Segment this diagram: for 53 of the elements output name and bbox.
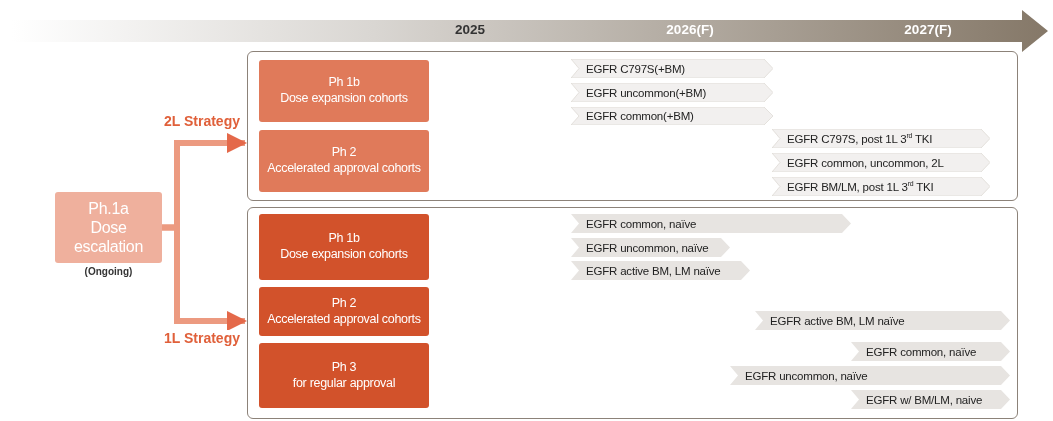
- phase-description: Accelerated approval cohorts: [267, 311, 421, 328]
- phase-description: Dose expansion cohorts: [280, 91, 408, 107]
- chevron-bar: [755, 311, 1010, 330]
- group-frame: [247, 51, 1018, 201]
- cohort-label: EGFR uncommon, naïve: [585, 241, 709, 254]
- edge-label: 1L Strategy: [163, 330, 241, 346]
- cohort-label: EGFR active BM, LM naïve: [585, 264, 721, 277]
- chevron-bar: [571, 107, 773, 125]
- cohort-label: EGFR w/ BM/LM, naive: [865, 393, 983, 406]
- chevron-bar: [571, 261, 750, 280]
- chevron-bar: [571, 238, 730, 257]
- cohort-label: EGFR active BM, LM naïve: [769, 314, 905, 327]
- phase-description: Dose escalation: [72, 217, 145, 257]
- phase-box: [259, 214, 429, 280]
- cohort-label: EGFR C797S, post 1L 3$^{rd}$ TKI: [786, 132, 933, 145]
- chevron-bar: [571, 83, 773, 102]
- chevron-bar: [851, 342, 1010, 361]
- chevron-bar: [571, 214, 851, 233]
- cohort-label: EGFR uncommon(+BM): [585, 86, 707, 99]
- phase-title: Ph 1b: [328, 75, 360, 91]
- chevron-bar: [730, 366, 1010, 385]
- cohort-label: EGFR common, uncommon, 2L: [786, 156, 944, 169]
- cohort-label: EGFR common(+BM): [585, 110, 694, 122]
- phase-description: Accelerated approval cohorts: [267, 161, 421, 177]
- chevron-bar: [851, 390, 1010, 409]
- cohort-label: EGFR common, naïve: [865, 345, 977, 358]
- phase-title: Ph 3: [331, 359, 357, 376]
- phase-title: Ph.1a: [88, 198, 129, 218]
- phase-description: Dose expansion cohorts: [280, 247, 408, 263]
- year-label: 2027(F): [904, 22, 952, 37]
- phase-title: Ph 2: [331, 295, 357, 312]
- phase-box: [259, 130, 429, 192]
- chevron-bar: [772, 129, 990, 148]
- cohort-label: EGFR C797S(+BM): [585, 62, 685, 75]
- group-frame: [247, 207, 1018, 419]
- year-label: 2025: [455, 22, 485, 37]
- arrow: [162, 224, 248, 332]
- phase-box: [259, 60, 429, 122]
- edge-label: 2L Strategy: [163, 113, 241, 129]
- cohort-label: EGFR uncommon, naïve: [744, 369, 868, 382]
- status-note: (Ongoing): [83, 266, 134, 277]
- cohort-label: EGFR BM/LM, post 1L 3$^{rd}$ TKI: [786, 180, 934, 193]
- year-label: 2026(F): [666, 22, 714, 37]
- phase-title: Ph 2: [331, 145, 357, 161]
- chevron-bar: [571, 59, 773, 78]
- cohort-label: EGFR common, naïve: [585, 217, 697, 230]
- chevron-bar: [772, 153, 990, 172]
- chevron-bar: [772, 177, 990, 196]
- phase-box: [259, 287, 429, 336]
- phase-box: [55, 192, 162, 263]
- phase-description: for regular approval: [292, 375, 396, 392]
- phase-title: Ph 1b: [328, 231, 360, 247]
- phase-box: [259, 343, 429, 408]
